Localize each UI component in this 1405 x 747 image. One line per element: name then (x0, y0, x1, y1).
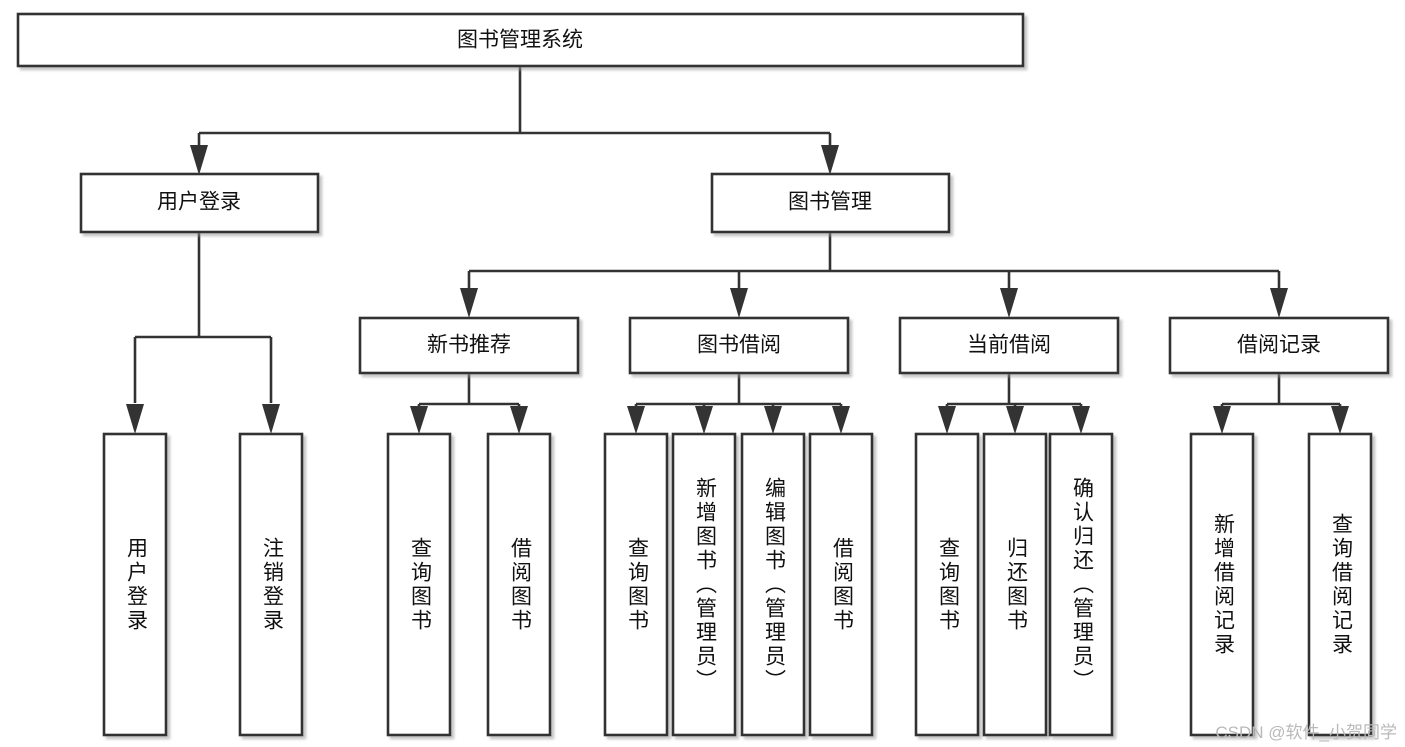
node-book-management[interactable]: 图书管理 (710, 172, 951, 234)
node-new-book-recommend-box[interactable] (358, 316, 580, 375)
leaf-user-login-logout-label: 注销登录 (260, 537, 284, 633)
node-book-borrow[interactable]: 图书借阅 (628, 316, 850, 375)
leaf-current-borrow-query[interactable]: 查询图书 (914, 432, 980, 737)
arrowhead-borrow-leaf2 (695, 406, 713, 434)
node-user-login[interactable]: 用户登录 (79, 172, 320, 234)
node-current-borrow-box[interactable] (898, 316, 1120, 375)
leaf-book-borrow-query-label: 查询图书 (625, 537, 649, 633)
leaf-book-borrow-borrow[interactable]: 借阅图书 (808, 432, 874, 737)
leaf-current-borrow-query-box[interactable] (914, 432, 980, 737)
leaf-borrow-record-query-box[interactable] (1307, 432, 1373, 737)
leaf-current-borrow-return-box[interactable] (982, 432, 1048, 737)
arrowhead-record (1270, 288, 1288, 318)
leaf-book-borrow-add-box[interactable] (671, 432, 737, 737)
arrowhead-current (1000, 288, 1018, 318)
node-new-book-recommend-label: 新书推荐 (427, 334, 511, 357)
leaf-book-borrow-edit-label: 编辑图书（管理员） (762, 477, 786, 693)
arrowhead-userlogin (190, 145, 208, 175)
node-current-borrow[interactable]: 当前借阅 (898, 316, 1120, 375)
leaf-borrow-record-add-box[interactable] (1189, 432, 1255, 737)
leaf-new-book-query-box[interactable] (386, 432, 452, 737)
node-book-borrow-box[interactable] (628, 316, 850, 375)
leaf-current-borrow-confirm[interactable]: 确认归还（管理员） (1048, 432, 1114, 737)
leaf-new-book-query[interactable]: 查询图书 (386, 432, 452, 737)
arrowhead-current-leaf1 (938, 406, 956, 434)
leaf-book-borrow-borrow-box[interactable] (808, 432, 874, 737)
node-user-login-box[interactable] (79, 172, 320, 234)
leaf-user-login-logout[interactable]: 注销登录 (238, 432, 304, 737)
node-borrow-record-box[interactable] (1168, 316, 1390, 375)
leaf-borrow-record-add[interactable]: 新增借阅记录 (1189, 432, 1255, 737)
leaf-new-book-borrow-box[interactable] (486, 432, 552, 737)
leaf-book-borrow-query[interactable]: 查询图书 (603, 432, 669, 737)
node-book-borrow-label: 图书借阅 (697, 334, 781, 357)
connectors (126, 66, 1349, 434)
leaf-user-login-login-box[interactable] (102, 432, 168, 737)
leaf-borrow-record-add-label: 新增借阅记录 (1211, 513, 1235, 657)
leaf-book-borrow-query-box[interactable] (603, 432, 669, 737)
leaf-user-login-login-label: 用户登录 (124, 537, 148, 633)
leaf-user-login-login[interactable]: 用户登录 (102, 432, 168, 737)
arrowhead-borrow-leaf1 (627, 406, 645, 434)
leaf-current-borrow-return-label: 归还图书 (1004, 537, 1028, 633)
leaf-book-borrow-add-label: 新增图书（管理员） (693, 477, 717, 693)
node-user-login-label: 用户登录 (157, 191, 241, 214)
node-root-box[interactable] (16, 12, 1025, 68)
node-book-management-box[interactable] (710, 172, 951, 234)
arrowhead-newbook-leaf2 (510, 406, 528, 434)
arrowhead-current-leaf3 (1072, 406, 1090, 434)
arrowhead-borrow (730, 288, 748, 318)
leaf-book-borrow-borrow-label: 借阅图书 (830, 537, 854, 633)
node-root[interactable]: 图书管理系统 (16, 12, 1025, 68)
leaf-current-borrow-return[interactable]: 归还图书 (982, 432, 1048, 737)
node-root-label: 图书管理系统 (457, 29, 583, 52)
arrowhead-leaf-user-login (126, 404, 144, 434)
node-new-book-recommend[interactable]: 新书推荐 (358, 316, 580, 375)
arrowhead-record-leaf1 (1213, 406, 1231, 434)
leaf-book-borrow-add[interactable]: 新增图书（管理员） (671, 432, 737, 737)
arrowhead-newbook (460, 288, 478, 318)
arrowhead-leaf-logout (262, 404, 280, 434)
node-borrow-record[interactable]: 借阅记录 (1168, 316, 1390, 375)
arrowhead-bookmgmt (821, 145, 839, 175)
arrowhead-newbook-leaf1 (410, 406, 428, 434)
arrowhead-borrow-leaf4 (832, 406, 850, 434)
leaf-book-borrow-edit[interactable]: 编辑图书（管理员） (740, 432, 806, 737)
leaf-borrow-record-query-label: 查询借阅记录 (1329, 513, 1353, 657)
leaf-book-borrow-edit-box[interactable] (740, 432, 806, 737)
leaf-borrow-record-query[interactable]: 查询借阅记录 (1307, 432, 1373, 737)
node-current-borrow-label: 当前借阅 (967, 334, 1051, 357)
leaf-user-login-logout-box[interactable] (238, 432, 304, 737)
leaf-new-book-borrow[interactable]: 借阅图书 (486, 432, 552, 737)
leaf-current-borrow-confirm-box[interactable] (1048, 432, 1114, 737)
leaf-new-book-borrow-label: 借阅图书 (508, 537, 532, 633)
leaf-current-borrow-query-label: 查询图书 (936, 537, 960, 633)
arrowhead-borrow-leaf3 (764, 406, 782, 434)
node-book-management-label: 图书管理 (788, 191, 872, 214)
arrowhead-record-leaf2 (1331, 406, 1349, 434)
node-borrow-record-label: 借阅记录 (1237, 334, 1321, 357)
arrowhead-current-leaf2 (1006, 406, 1024, 434)
leaf-new-book-query-label: 查询图书 (408, 537, 432, 633)
leaf-current-borrow-confirm-label: 确认归还（管理员） (1070, 477, 1094, 693)
